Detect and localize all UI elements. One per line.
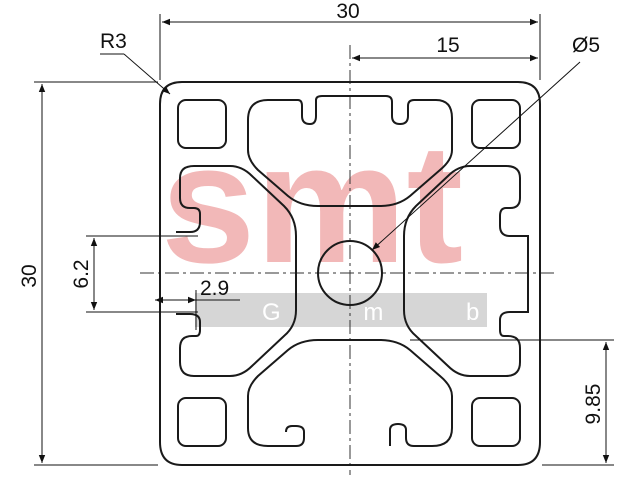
corner-pocket-bottom-left	[177, 397, 227, 447]
dimension-lines	[34, 14, 614, 466]
watermark-logo: smt G m b H	[161, 109, 617, 327]
label-bore-diameter: Ø5	[572, 34, 600, 57]
label-overall-height: 30	[18, 264, 41, 287]
t-slot-left-upper-lip	[176, 178, 201, 233]
corner-pocket-bottom-right	[471, 397, 521, 447]
corner-pocket-top-right	[471, 99, 521, 149]
t-slot-bottom	[247, 339, 453, 447]
t-slot-top	[247, 95, 453, 207]
watermark-band	[195, 293, 487, 327]
profile-section	[159, 81, 541, 466]
t-slot-right	[403, 165, 529, 377]
label-half-width: 15	[436, 34, 459, 57]
center-bore	[317, 240, 383, 306]
label-overall-width: 30	[336, 0, 359, 23]
leader-bore-diameter	[371, 61, 581, 251]
corner-pocket-top-left	[177, 99, 227, 149]
profile-outer-contour	[159, 81, 541, 466]
watermark-subtitle: G m b H	[262, 299, 617, 326]
label-slot-depth: 2.9	[200, 277, 229, 300]
label-radius: R3	[100, 30, 127, 53]
label-slot-offset: 9.85	[582, 384, 605, 425]
leader-radius	[123, 53, 171, 95]
dimension-labels: 30 15 R3 Ø5 30 6.2 2.9 9.85	[18, 0, 605, 424]
t-slot-left	[176, 165, 297, 377]
watermark-logo-text: smt	[161, 109, 463, 299]
label-slot-width: 6.2	[70, 259, 93, 288]
centerlines	[140, 45, 555, 475]
